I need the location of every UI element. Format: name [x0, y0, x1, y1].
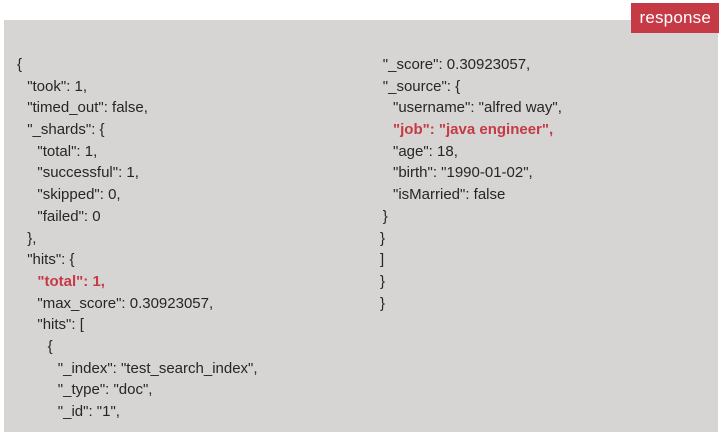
json-line: "_score": 0.30923057,: [382, 56, 531, 73]
json-line: }: [382, 207, 388, 225]
json-line: "successful": 1,: [37, 164, 139, 182]
json-code-left-column: {"took": 1,"timed_out": false,"_shards":…: [17, 54, 258, 423]
json-line: "hits": [: [37, 316, 84, 334]
json-line: "max_score": 0.30923057,: [37, 294, 214, 312]
json-line: ]: [380, 251, 385, 269]
highlighted-json-line: "total": 1,: [37, 272, 105, 290]
json-line: "_shards": {: [27, 121, 105, 139]
json-line: "_type": "doc",: [57, 381, 153, 399]
json-line: "isMarried": false: [393, 186, 506, 204]
json-line: "skipped": 0,: [37, 186, 121, 204]
json-line: }: [380, 272, 386, 290]
json-code-right-column: "_score": 0.30923057, "_source": { "userna…: [380, 54, 562, 314]
json-line: "age": 18,: [393, 142, 458, 160]
json-line: {: [17, 56, 23, 73]
json-line: "hits": {: [27, 251, 75, 269]
response-code-panel: {"took": 1,"timed_out": false,"_shards":…: [4, 20, 718, 432]
json-line: "_id": "1",: [57, 403, 120, 420]
json-line: "username": "alfred way",: [393, 99, 562, 117]
json-line: "took": 1,: [27, 77, 88, 95]
json-line: "failed": 0: [37, 207, 101, 225]
response-badge: response: [631, 3, 719, 33]
json-line: },: [27, 229, 37, 247]
json-line: "_source": {: [382, 77, 461, 95]
json-line: "birth": "1990-01-02",: [393, 164, 533, 182]
json-line: "timed_out": false,: [27, 99, 148, 117]
json-line: "_index": "test_search_index",: [57, 359, 258, 377]
json-line: }: [380, 294, 386, 312]
json-line: }: [380, 229, 386, 247]
json-line: {: [47, 337, 53, 355]
highlighted-json-line: "job": "java engineer",: [393, 121, 554, 139]
json-line: "total": 1,: [37, 142, 98, 160]
